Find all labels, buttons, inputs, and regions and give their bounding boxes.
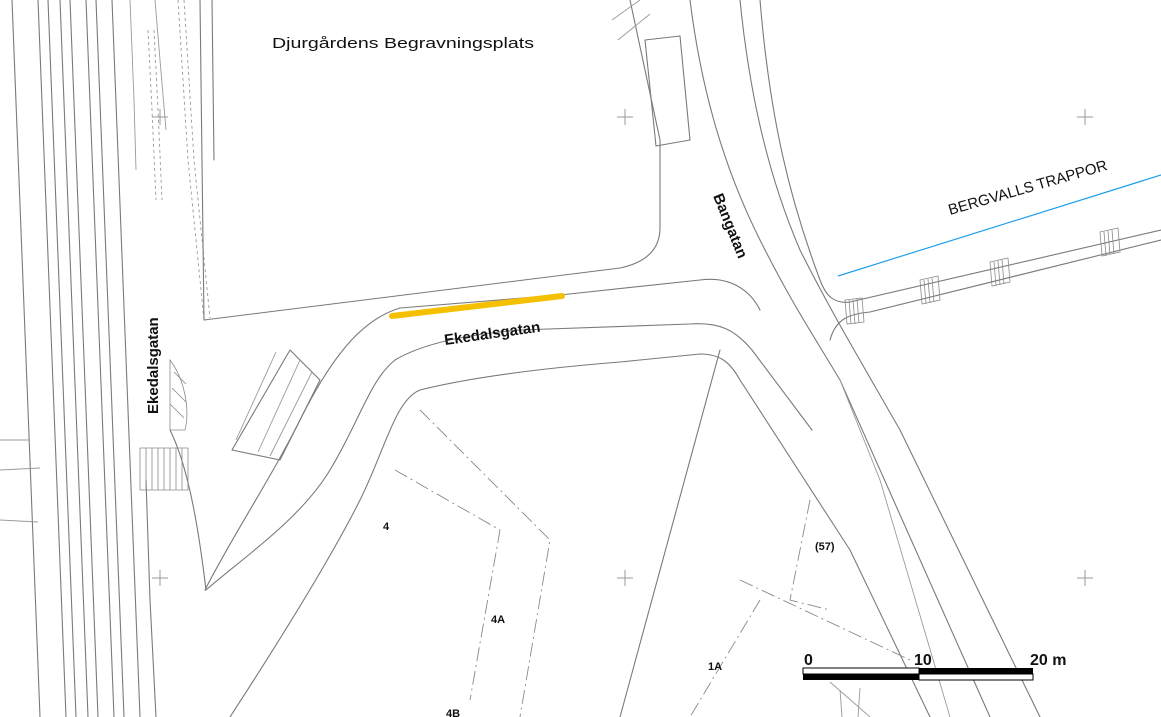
scale-label-0: 0 — [804, 652, 813, 669]
buildings-north — [611, 0, 691, 147]
cemetery-hedge — [147, 0, 211, 321]
bangatan-street — [689, 0, 1041, 717]
ekedalsgatan-road — [204, 278, 931, 717]
house-number-57: (57) — [815, 541, 835, 553]
ekedalsgatan-center-label: Ekedalsgatan — [443, 319, 541, 349]
scale-segment-white-2 — [918, 673, 1034, 681]
house-number-4: 4 — [383, 521, 390, 533]
bangatan-label: Bangatan — [709, 191, 750, 261]
stairs-line — [837, 174, 1161, 277]
bergvalls-trappor-label: BERGVALLS TRAPPOR — [946, 157, 1109, 219]
railway-tracks — [0, 0, 167, 717]
scale-segment-black-2 — [919, 668, 1033, 674]
scale-label-10: 10 — [914, 652, 932, 669]
scale-segment-black-1 — [803, 674, 919, 680]
bergvalls-trappor-area — [819, 174, 1161, 341]
parking-area — [231, 349, 321, 461]
highlighted-road-segment[interactable] — [389, 293, 565, 319]
scale-segment-white-1 — [802, 667, 920, 675]
ekedalsgatan-west-label: Ekedalsgatan — [145, 317, 162, 414]
scale-bar: 0 10 20 m — [802, 652, 1066, 681]
house-number-4a: 4A — [491, 614, 505, 626]
cemetery-block — [199, 0, 661, 321]
house-number-4b: 4B — [446, 708, 460, 717]
scale-label-20m: 20 m — [1030, 652, 1066, 669]
house-number-1a: 1A — [708, 661, 722, 673]
grid-crosses — [152, 109, 1093, 586]
property-blocks — [394, 349, 911, 717]
ekedalsgatan-west-street — [139, 358, 207, 717]
cemetery-label: Djurgårdens Begravningsplats — [272, 35, 534, 52]
